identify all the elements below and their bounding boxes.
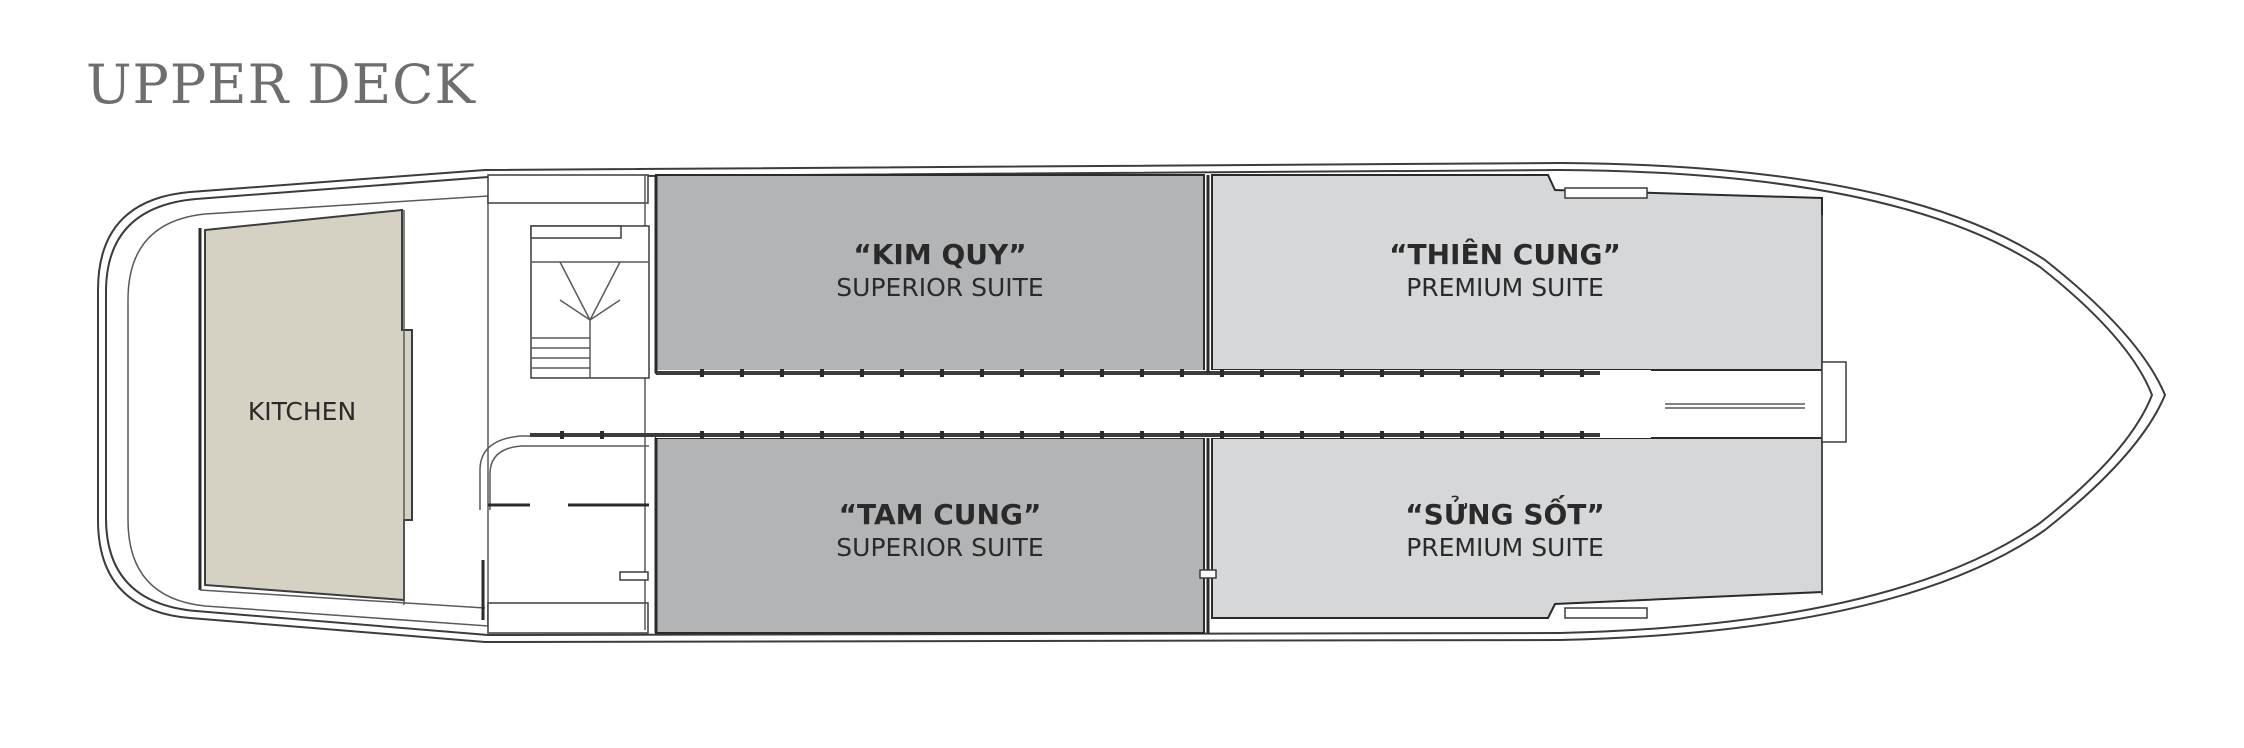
- service-area: [479, 435, 649, 620]
- suite-kim-quy: “KIM QUY” SUPERIOR SUITE: [655, 174, 1205, 374]
- stern-structure: [487, 174, 649, 634]
- kitchen: KITCHEN: [198, 208, 486, 609]
- hull-outline: [97, 161, 2167, 644]
- tam-cung-name: “TAM CUNG”: [839, 498, 1042, 531]
- sung-sot-name: “SỬNG SỐT”: [1405, 493, 1605, 531]
- deck-title: UPPER DECK: [86, 53, 476, 116]
- suite-sung-sot: “SỬNG SỐT” PREMIUM SUITE: [1211, 437, 1823, 619]
- central-corridor: [530, 369, 1805, 439]
- bow-details: [1564, 187, 1847, 619]
- suite-thien-cung: “THIÊN CUNG” PREMIUM SUITE: [1211, 174, 1823, 371]
- kim-quy-type: SUPERIOR SUITE: [836, 273, 1043, 302]
- kim-quy-name: “KIM QUY”: [853, 238, 1026, 271]
- tam-cung-type: SUPERIOR SUITE: [836, 533, 1043, 562]
- sung-sot-type: PREMIUM SUITE: [1406, 533, 1604, 562]
- thien-cung-name: “THIÊN CUNG”: [1389, 237, 1621, 271]
- thien-cung-type: PREMIUM SUITE: [1406, 273, 1604, 302]
- staircase: [530, 225, 650, 379]
- kitchen-label: KITCHEN: [248, 397, 356, 426]
- railing-posts: [560, 369, 1584, 439]
- room-walls: [654, 175, 1217, 633]
- suite-tam-cung: “TAM CUNG” SUPERIOR SUITE: [655, 437, 1205, 634]
